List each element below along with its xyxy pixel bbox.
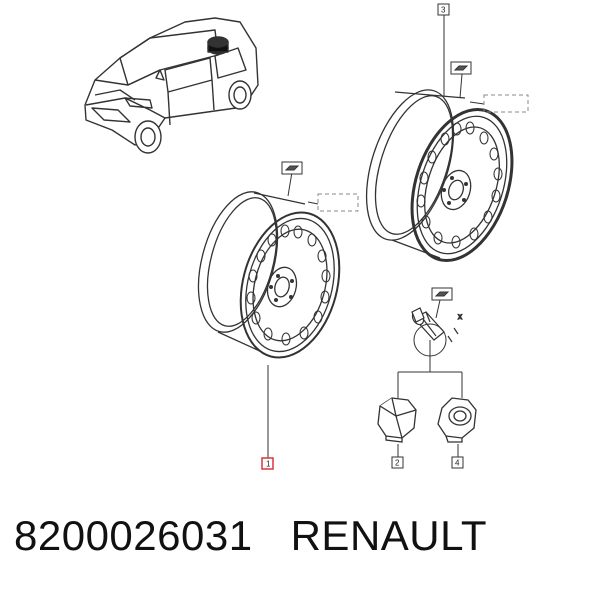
brand-name: RENAULT — [290, 512, 488, 559]
wheel-rim-icon — [197, 191, 341, 359]
svg-text:4: 4 — [455, 459, 460, 468]
ref-dashed-box — [317, 94, 529, 212]
car-illustration-icon — [84, 17, 259, 154]
svg-text:1: 1 — [266, 460, 271, 469]
callout-1: 1 — [261, 457, 274, 470]
wheel-rim-top — [365, 89, 514, 263]
callout-4: 4 — [451, 456, 464, 469]
exploded-parts-diagram: x — [84, 3, 529, 470]
lug-bolt-icon: x — [411, 307, 463, 357]
x-dimension-label: x — [458, 312, 462, 321]
leader-lines — [267, 13, 485, 458]
svg-text:2: 2 — [395, 459, 400, 468]
callout-2: 2 — [391, 456, 404, 469]
svg-text:3: 3 — [441, 6, 446, 15]
wheel-nut-icon — [377, 397, 417, 443]
ref-symbol-box — [281, 61, 472, 301]
part-caption: 8200026031 RENAULT — [14, 512, 487, 560]
callout-3: 3 — [437, 3, 450, 16]
wheel-nut-capped-icon — [437, 397, 477, 443]
part-number: 8200026031 — [14, 512, 253, 559]
